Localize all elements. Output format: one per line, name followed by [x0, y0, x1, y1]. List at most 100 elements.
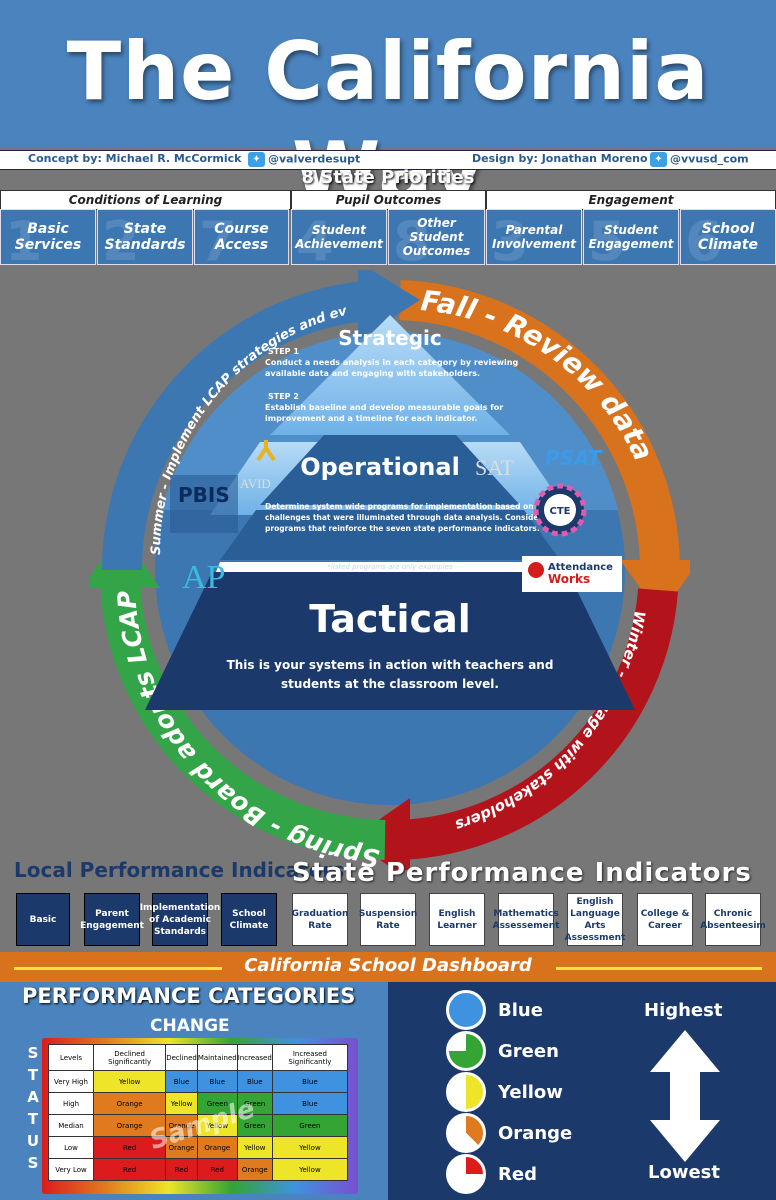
legend-item: Blue	[446, 990, 543, 1030]
pyramid-operational	[260, 435, 520, 505]
table-header-cell: Levels	[48, 1044, 94, 1071]
svg-text:SAT: SAT	[475, 455, 515, 480]
svg-text:PBIS: PBIS	[178, 483, 230, 507]
legend-label: Red	[498, 1163, 537, 1185]
summer-arrowhead	[358, 270, 420, 340]
performance-cell: Yellow	[236, 1136, 273, 1159]
priority-label: Course Access	[214, 221, 269, 253]
level-cell: Low	[48, 1136, 94, 1159]
level-cell: High	[48, 1092, 94, 1115]
page-title: The California Way	[66, 25, 710, 218]
tactical-heading: Tactical	[309, 597, 471, 641]
group-conditions: Conditions of Learning	[0, 190, 291, 210]
performance-cell: Red	[165, 1158, 198, 1181]
attendance-works-logo: Attendance Works	[522, 556, 622, 592]
local-indicators-title: Local Performance Indicators	[14, 858, 345, 882]
priority-number: 4	[296, 210, 334, 265]
step2-text-b: improvement and a timeline for each indi…	[265, 414, 477, 423]
table-header-cell: Increased	[236, 1044, 273, 1071]
design-handle[interactable]: ✦@vvusd_com	[650, 152, 749, 167]
dashboard-divider-left	[14, 967, 222, 970]
priority-number: 5	[588, 210, 626, 265]
summer-arc	[101, 281, 368, 571]
performance-cell: Yellow	[271, 1158, 349, 1181]
state-indicator-tile: English Language Arts Assessment	[565, 893, 625, 946]
concept-credit: Concept by: Michael R. McCormick	[28, 152, 242, 165]
priority-number: 6	[685, 210, 723, 265]
lowest-label: Lowest	[648, 1162, 720, 1183]
legend-item: Red	[446, 1154, 537, 1194]
pie-indicator-icon	[446, 1113, 486, 1153]
dashboard-title: California School Dashboard	[244, 955, 532, 976]
change-label: CHANGE	[150, 1016, 230, 1036]
priority-label: Basic Services	[14, 221, 82, 253]
priority-label: Other Student Outcomes	[402, 216, 471, 258]
performance-cell: Blue	[196, 1070, 238, 1093]
state-indicator-tile: College & Career	[637, 893, 693, 946]
level-cell: Median	[48, 1114, 94, 1137]
level-cell: Very Low	[48, 1158, 94, 1181]
fall-arrowhead	[620, 560, 690, 615]
strategic-heading: Strategic	[338, 326, 441, 350]
pie-indicator-icon	[446, 990, 486, 1030]
state-indicator-tile: English Learner	[429, 893, 485, 946]
performance-cell: Blue	[236, 1070, 273, 1093]
level-cell: Very High	[48, 1070, 94, 1093]
pie-indicator-icon	[446, 1072, 486, 1112]
svg-text:PSAT: PSAT	[545, 446, 603, 470]
design-credit: Design by: Jonathan Moreno	[472, 152, 648, 165]
legend-label: Blue	[498, 999, 543, 1021]
performance-cell: Red	[196, 1158, 238, 1181]
state-indicators-title: State Performance Indicators	[292, 858, 752, 888]
pie-indicator-icon	[446, 1154, 486, 1194]
cte-logo: CTE	[533, 483, 587, 537]
legend-label: Green	[498, 1040, 559, 1062]
avid-logo: AVID	[240, 440, 276, 491]
status-letter: T	[27, 1110, 39, 1128]
performance-cell: Orange	[236, 1158, 273, 1181]
step2-text-a: Establish baseline and develop measurabl…	[265, 403, 503, 412]
performance-cell: Yellow	[271, 1136, 349, 1159]
performance-cell: Green	[196, 1092, 238, 1115]
legend-label: Orange	[498, 1122, 573, 1144]
performance-cell: Blue	[271, 1070, 349, 1093]
svg-text:AP: AP	[182, 559, 225, 596]
status-letter: T	[27, 1066, 39, 1084]
performance-cell: Green	[236, 1114, 273, 1137]
performance-cell: Orange	[92, 1092, 167, 1115]
state-indicator-tile: Chronic Absenteesim	[700, 893, 766, 946]
priority-label: School Climate	[697, 221, 759, 253]
performance-cell: Orange	[165, 1136, 198, 1159]
psat-logo: PSAT	[545, 446, 603, 470]
operational-text-a: Determine system wide programs for imple…	[265, 502, 534, 511]
priority-number: 8	[393, 210, 431, 265]
programs-note: *listed programs are only examples	[327, 563, 453, 571]
step1-label: STEP 1	[268, 347, 299, 356]
performance-cell: Red	[92, 1136, 167, 1159]
state-indicator-tile: Mathematics Assessement	[493, 893, 559, 946]
fall-arc	[399, 280, 680, 571]
legend-item: Orange	[446, 1113, 572, 1153]
local-indicator-tile: Parent Engagement	[80, 893, 144, 946]
svg-text:Attendance: Attendance	[548, 562, 613, 573]
performance-cell: Red	[92, 1158, 167, 1181]
local-indicator-tile: School Climate	[221, 893, 277, 946]
performance-cell: Orange	[196, 1136, 238, 1159]
priority-number: 7	[199, 210, 237, 265]
table-header-cell: Declined Significantly	[92, 1044, 167, 1071]
table-header-cell: Increased Significantly	[271, 1044, 349, 1071]
concept-handle[interactable]: ✦@valverdesupt	[248, 152, 360, 167]
highest-label: Highest	[644, 1000, 723, 1021]
ap-logo: AP	[182, 559, 225, 596]
priority-number: 3	[491, 210, 529, 265]
